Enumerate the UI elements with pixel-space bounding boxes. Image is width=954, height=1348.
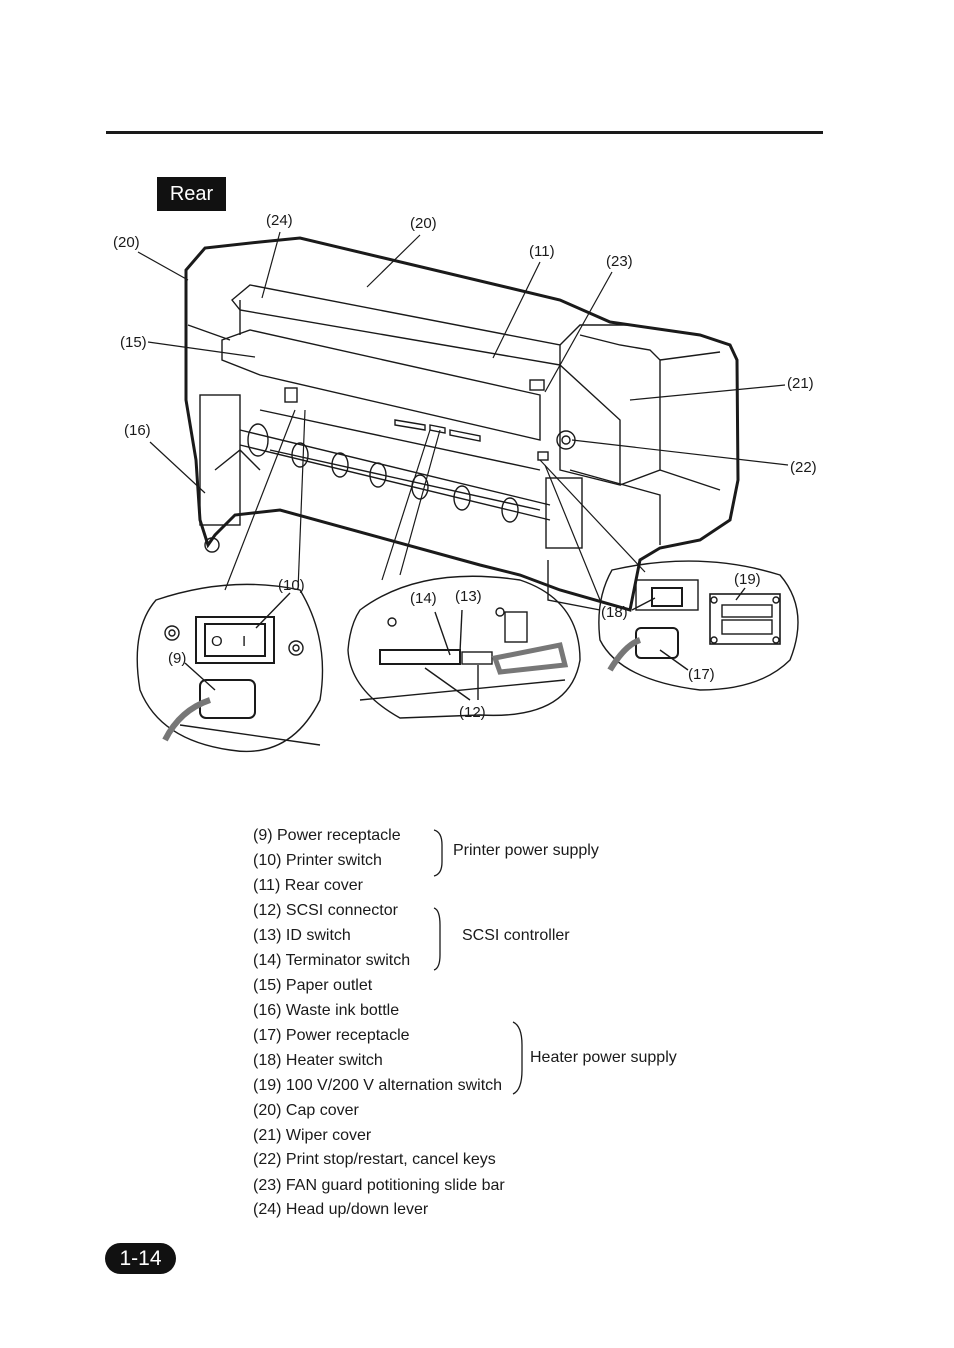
brace-heater-power — [512, 1021, 523, 1095]
switch-on-glyph: I — [242, 633, 246, 650]
legend-item: (9) Power receptacle — [253, 827, 401, 844]
callout-16: (16) — [124, 422, 151, 439]
switch-off-glyph: O — [211, 633, 223, 650]
callout-17: (17) — [688, 666, 715, 683]
leader-lines — [137, 231, 789, 601]
legend-item: (11) Rear cover — [253, 877, 363, 894]
group-label-scsi: SCSI controller — [462, 927, 570, 944]
callout-15: (15) — [120, 334, 147, 351]
legend-item: (24) Head up/down lever — [253, 1201, 429, 1218]
group-braces — [433, 829, 523, 1095]
legend-item: (10) Printer switch — [253, 852, 382, 869]
group-label-printer-power: Printer power supply — [453, 842, 599, 859]
callout-12: (12) — [459, 704, 486, 721]
detail-scsi-controller — [347, 575, 581, 719]
brace-scsi — [433, 907, 441, 971]
callout-11: (11) — [529, 243, 555, 260]
callout-9: (9) — [168, 650, 186, 667]
legend-item: (16) Waste ink bottle — [253, 1002, 400, 1019]
detail-heater-power — [598, 560, 799, 691]
legend-item: (14) Terminator switch — [253, 952, 411, 969]
paper-roll-shaft — [199, 394, 551, 553]
legend-item: (12) SCSI connector — [253, 902, 398, 919]
legend-item: (20) Cap cover — [253, 1102, 359, 1119]
callout-19: (19) — [734, 571, 761, 588]
legend-item: (13) ID switch — [253, 927, 351, 944]
callout-14: (14) — [410, 590, 437, 607]
header-rule — [106, 131, 823, 134]
legend-item: (19) 100 V/200 V alternation switch — [253, 1077, 503, 1094]
section-label-rear: Rear — [157, 177, 226, 211]
legend-item: (15) Paper outlet — [253, 977, 373, 994]
callout-13: (13) — [455, 588, 482, 605]
callout-24: (24) — [266, 212, 293, 229]
callout-22: (22) — [790, 459, 817, 476]
legend-item: (17) Power receptacle — [253, 1027, 410, 1044]
brace-printer-power — [433, 829, 443, 877]
legend-item: (23) FAN guard potitioning slide bar — [253, 1177, 505, 1194]
detail-printer-switch — [136, 583, 324, 753]
legend-item: (18) Heater switch — [253, 1052, 383, 1069]
group-label-heater-power: Heater power supply — [530, 1049, 677, 1066]
callout-20-left: (20) — [113, 234, 140, 251]
callout-21: (21) — [787, 375, 814, 392]
legend-item: (21) Wiper cover — [253, 1127, 372, 1144]
callout-20-top: (20) — [410, 215, 437, 232]
callout-10: (10) — [278, 577, 305, 594]
legend-item: (22) Print stop/restart, cancel keys — [253, 1151, 496, 1168]
page-number-badge: 1-14 — [105, 1243, 176, 1274]
callout-18: (18) — [601, 604, 628, 621]
printer-body — [184, 236, 740, 612]
printer-rear-illustration: O I (20) (24) (20) (11) — [113, 212, 817, 753]
callout-23: (23) — [606, 253, 633, 270]
